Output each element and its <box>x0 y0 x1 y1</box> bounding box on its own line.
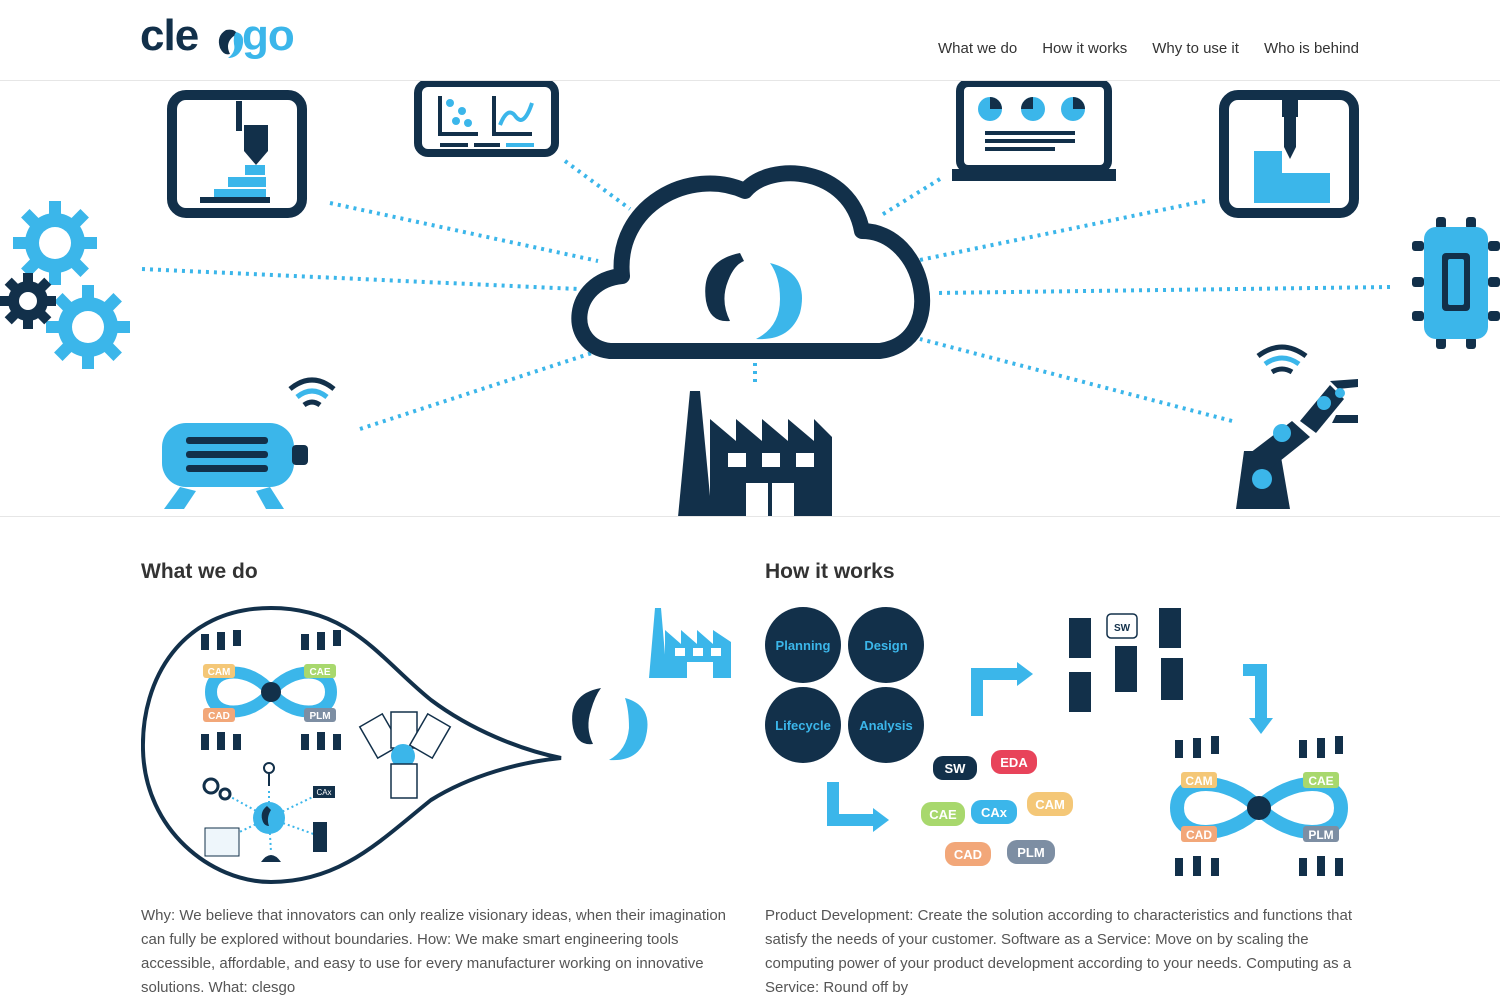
tag-plm: PLM <box>309 711 330 722</box>
hero-illustration <box>0 81 1500 516</box>
robot-arm-icon <box>1236 344 1358 509</box>
3d-printer-icon <box>167 90 307 218</box>
site-header: cle go What we do How it works Why to us… <box>0 0 1500 81</box>
infinity-loop-icon <box>1169 736 1349 876</box>
server-sw-tag: SW <box>1114 623 1131 634</box>
small-factory-icon <box>649 608 731 678</box>
server-cluster-icon <box>1069 608 1183 712</box>
wireless-motor-icon <box>162 377 336 509</box>
documents-icon <box>358 711 452 799</box>
svg-text:go: go <box>242 11 294 60</box>
how-it-works-illustration: Planning Design Lifecycle Analysis SW SW… <box>765 607 1349 876</box>
circle-design: Design <box>864 638 907 653</box>
factory-icon <box>678 391 832 516</box>
dashboard-charts-icon <box>414 81 559 157</box>
hero-banner <box>0 81 1500 517</box>
cnc-mill-icon <box>1219 90 1359 218</box>
what-we-do-heading: What we do <box>141 560 258 583</box>
tag-cax-small: CAx <box>316 788 331 797</box>
cloud-cae: CAE <box>929 807 957 822</box>
cloud-plm: PLM <box>1017 845 1044 860</box>
clesgo-mark-icon <box>572 688 648 761</box>
cloud-sw: SW <box>945 761 967 776</box>
how-it-works-text: Product Development: Create the solution… <box>765 907 1352 996</box>
clesgo-logo[interactable]: cle go <box>140 8 310 68</box>
circle-analysis: Analysis <box>859 718 912 733</box>
flow-arrows <box>827 664 1267 826</box>
gears-icon <box>0 201 130 369</box>
hub-network-icon: CAx <box>202 762 335 862</box>
cloud-logo-icon <box>571 165 931 359</box>
circle-planning: Planning <box>776 638 831 653</box>
what-we-do-text: Why: We believe that innovators can only… <box>141 907 727 996</box>
loop-tag-cam: CAM <box>1185 774 1212 788</box>
nav-how-it-works[interactable]: How it works <box>1042 40 1128 57</box>
loop-tag-plm: PLM <box>1308 828 1333 842</box>
svg-text:cle: cle <box>140 11 198 60</box>
main-nav: What we do How it works Why to use it Wh… <box>938 40 1359 57</box>
microchip-icon <box>1412 217 1500 349</box>
tool-clouds: SW EDA CAE CAx CAM CAD PLM <box>921 750 1073 866</box>
phase-circles: Planning Design Lifecycle Analysis <box>765 607 924 763</box>
cloud-cam: CAM <box>1035 797 1065 812</box>
loop-tag-cae: CAE <box>1308 774 1333 788</box>
cloud-eda: EDA <box>1000 755 1028 770</box>
loop-tag-cad: CAD <box>1186 828 1212 842</box>
cloud-cad: CAD <box>954 847 982 862</box>
how-it-works-heading: How it works <box>765 560 895 583</box>
what-we-do-illustration: CAM CAE CAD PLM CAx <box>141 605 731 885</box>
nav-who-is-behind[interactable]: Who is behind <box>1263 40 1359 57</box>
connection-lines <box>141 159 1391 431</box>
infinity-loop-icon <box>204 666 338 718</box>
circle-lifecycle: Lifecycle <box>775 718 831 733</box>
cloud-cax: CAx <box>981 805 1008 820</box>
nav-why-to-use-it[interactable]: Why to use it <box>1152 40 1239 57</box>
laptop-report-icon <box>952 81 1116 181</box>
tag-cad: CAD <box>208 711 230 722</box>
nav-what-we-do[interactable]: What we do <box>938 40 1018 57</box>
server-icons <box>201 630 341 750</box>
tag-cae: CAE <box>309 667 330 678</box>
tag-cam: CAM <box>208 667 231 678</box>
